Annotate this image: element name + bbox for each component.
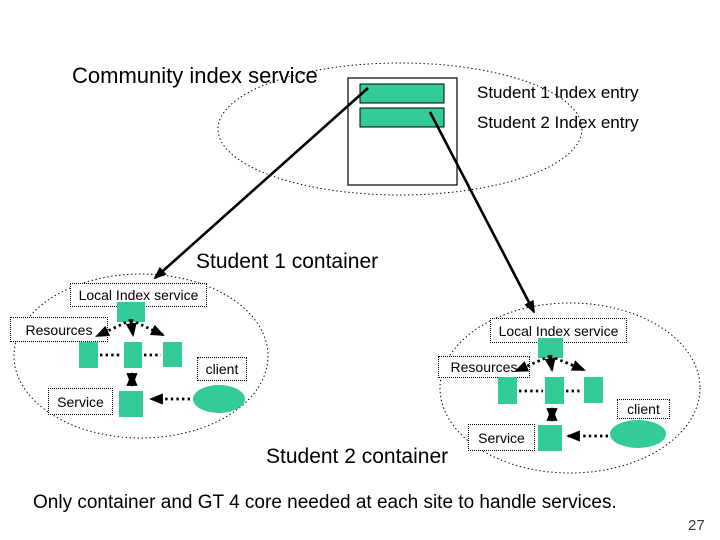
student1-resources-box: Resources	[10, 317, 108, 342]
student2-resource-node-1	[498, 377, 517, 404]
student2-connectors	[514, 354, 608, 442]
student1-local-index-service-label: Local Index service	[78, 287, 199, 303]
student2-client-ellipse	[610, 420, 666, 448]
entry1-to-student1-arrow	[153, 87, 369, 280]
student1-resources-label: Resources	[25, 321, 93, 338]
student2-container-ellipse	[439, 302, 701, 474]
student1-container-title: Student 1 container	[196, 250, 379, 273]
student1-resource-node-3	[163, 342, 182, 367]
student2-client-label: client	[627, 401, 660, 417]
student2-service-node	[538, 425, 562, 451]
student1-service-node	[119, 391, 143, 417]
footer-note: Only container and GT 4 core needed at e…	[33, 492, 617, 513]
student2-index-to-resource2-arrow	[544, 356, 556, 373]
student2-resources-box: Resources	[438, 356, 530, 378]
student1-container-ellipse	[13, 273, 269, 439]
student1-index-to-resource2-arrow	[125, 320, 137, 338]
student2-local-index-node	[538, 338, 563, 358]
student1-index-to-resource3-arrow	[130, 318, 165, 337]
student2-resource-node-2	[545, 377, 564, 404]
student2-service-label: Service	[478, 429, 525, 446]
student2-container-title: Student 2 container	[266, 445, 449, 468]
student1-client-ellipse	[193, 385, 245, 413]
student1-connectors	[95, 318, 190, 405]
index-entry-2-label: Student 2 Index entry	[477, 113, 639, 132]
student1-client-label: client	[205, 361, 239, 377]
student1-resource-node-1	[79, 342, 98, 368]
index-entry-1-label: Student 1 Index entry	[477, 83, 639, 102]
student1-service-label: Service	[57, 393, 104, 410]
student2-index-to-resource3-arrow	[549, 354, 586, 372]
student2-local-index-service-box: Local Index service	[490, 318, 627, 343]
student2-client-box: client	[617, 399, 670, 419]
student2-resource-node-3	[584, 377, 603, 403]
student1-service-box: Service	[48, 388, 113, 415]
student1-client-box: client	[197, 357, 247, 381]
student2-resources-label: Resources	[450, 359, 518, 375]
entry2-to-student2-arrow	[428, 111, 536, 314]
student1-local-index-node	[117, 302, 145, 322]
student1-index-to-resource1-arrow	[95, 318, 132, 338]
index-entry-bar-1	[359, 83, 445, 104]
page-number: 27	[688, 517, 705, 534]
student2-local-index-service-label: Local Index service	[498, 322, 619, 339]
student1-resource-node-2	[124, 342, 142, 368]
student2-index-to-resource1-arrow	[514, 354, 551, 373]
community-ellipse	[217, 62, 583, 196]
student2-service-box: Service	[468, 424, 535, 451]
index-entry-bar-2	[359, 107, 445, 128]
slide-title: Community index service	[72, 63, 318, 88]
